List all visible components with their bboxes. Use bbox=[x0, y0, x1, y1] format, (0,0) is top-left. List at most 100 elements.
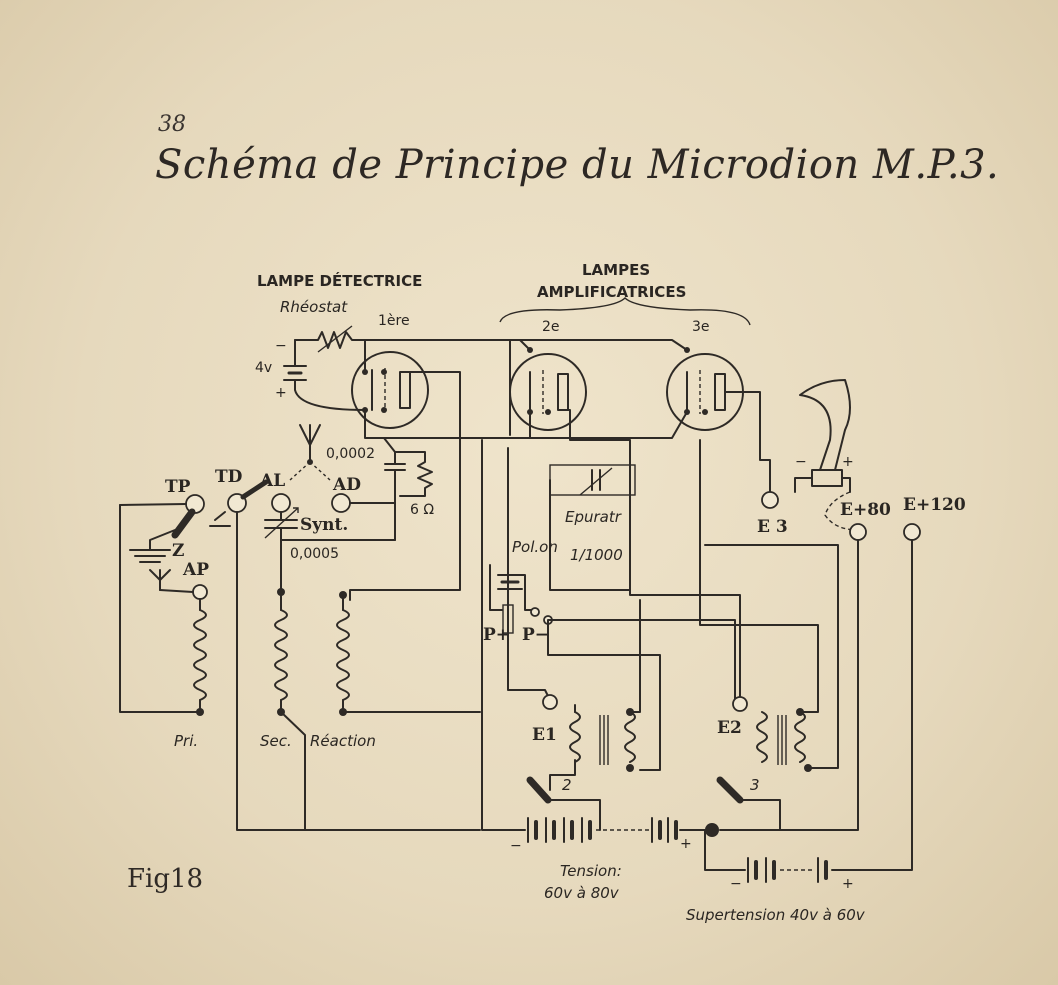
lamp2-plate-wire bbox=[567, 409, 741, 701]
vacuum-tube-icon bbox=[351, 351, 429, 429]
label-e2: E2 bbox=[717, 718, 742, 738]
label-sw3: 3 bbox=[750, 776, 760, 794]
figure-label: Fig18 bbox=[127, 864, 204, 894]
label-ad: AD bbox=[332, 475, 361, 495]
label-al: AL bbox=[259, 471, 285, 491]
filament-bus bbox=[364, 339, 688, 436]
ap-wire bbox=[159, 589, 194, 593]
label-tension: Tension: bbox=[560, 862, 622, 880]
sw3-wire bbox=[739, 799, 781, 831]
label-lampes: LAMPES bbox=[582, 261, 650, 279]
terminal-e80 bbox=[849, 523, 867, 541]
switch-icon bbox=[526, 776, 552, 804]
label-cap-synt: 0,0005 bbox=[290, 546, 339, 562]
label-td: TD bbox=[215, 467, 243, 487]
synt-variable-capacitor-icon bbox=[264, 507, 299, 591]
amplifier-brace bbox=[499, 297, 751, 326]
terminal-p-minus bbox=[530, 607, 540, 617]
svg-text:−: − bbox=[795, 454, 807, 470]
e120-wire bbox=[859, 539, 913, 871]
filament-battery-icon: 4v − + bbox=[255, 338, 366, 411]
switch-icon bbox=[716, 776, 744, 804]
svg-text:+: + bbox=[842, 454, 854, 470]
antenna-icon bbox=[289, 424, 331, 481]
detector-plate-wire bbox=[349, 371, 461, 601]
label-battery-plus: + bbox=[275, 385, 287, 401]
label-supertension: Supertension 40v à 60v bbox=[686, 906, 866, 924]
label-e80: E+80 bbox=[840, 500, 891, 520]
coil-icon bbox=[193, 598, 207, 716]
label-pri: Pri. bbox=[174, 732, 198, 750]
label-pol: Pol.on bbox=[512, 538, 558, 556]
label-epurat-value: 1/1000 bbox=[570, 546, 623, 564]
label-reaction: Réaction bbox=[310, 732, 376, 750]
polarisation-battery-icon bbox=[489, 564, 536, 634]
label-tension-value: 60v à 80v bbox=[544, 884, 620, 902]
label-lampe-detectrice: LAMPE DÉTECTRICE bbox=[257, 271, 422, 290]
label-ap: AP bbox=[182, 560, 209, 580]
terminal-e120 bbox=[903, 523, 921, 541]
label-e3: E 3 bbox=[757, 517, 788, 537]
page-number: 38 bbox=[158, 112, 186, 137]
transformer-icon bbox=[549, 599, 641, 791]
terminal-e3 bbox=[761, 491, 779, 509]
tp-wire bbox=[119, 503, 187, 506]
sec-return-wire bbox=[280, 711, 306, 831]
ground-bus bbox=[236, 511, 481, 831]
ground-icon bbox=[129, 529, 176, 563]
tp-loop-wire bbox=[119, 504, 201, 713]
label-sec: Sec. bbox=[260, 732, 292, 750]
coil-icon bbox=[274, 588, 288, 716]
label-cap-grid: 0,0002 bbox=[326, 446, 375, 462]
label-synt: Synt. bbox=[300, 515, 348, 535]
switch-icon bbox=[240, 479, 269, 500]
terminal-e1 bbox=[542, 694, 558, 710]
svg-text:+: + bbox=[680, 836, 692, 852]
label-e1: E1 bbox=[532, 725, 557, 745]
label-sw2: 2 bbox=[562, 776, 572, 794]
ground-icon bbox=[209, 511, 231, 527]
epurateur-capacitor-icon bbox=[549, 464, 636, 591]
svg-text:−: − bbox=[510, 838, 522, 854]
e80-wire bbox=[719, 539, 859, 831]
label-e120: E+120 bbox=[903, 495, 966, 515]
sw2-wire bbox=[547, 799, 601, 831]
battery-icon: − + bbox=[509, 817, 719, 854]
loudspeaker-horn-icon: − + bbox=[794, 379, 854, 493]
label-lampe-1: 1ère bbox=[378, 313, 410, 329]
label-4v: 4v bbox=[255, 360, 272, 376]
label-lampe-3: 3e bbox=[692, 319, 710, 335]
page-title: Schéma de Principe du Microdion M.P.3. bbox=[155, 142, 1000, 188]
svg-text:−: − bbox=[730, 876, 742, 892]
switch-icon bbox=[171, 508, 196, 539]
label-rheostat: Rhéostat bbox=[280, 298, 348, 316]
battery-icon: − + bbox=[704, 829, 861, 892]
terminal-ad bbox=[331, 493, 351, 513]
negative-bus bbox=[481, 439, 511, 831]
label-tp: TP bbox=[165, 477, 191, 497]
pol-wire bbox=[547, 619, 736, 771]
speaker-lead-dashed bbox=[824, 491, 859, 531]
label-lampe-2: 2e bbox=[542, 319, 560, 335]
label-epurat: Epuratr bbox=[565, 508, 622, 526]
rheostat-arrow bbox=[317, 325, 353, 353]
svg-text:+: + bbox=[842, 876, 854, 892]
vacuum-tube-icon bbox=[666, 347, 744, 431]
label-z: Z bbox=[172, 541, 184, 561]
terminal-e2 bbox=[732, 696, 748, 712]
filament-return-bus bbox=[364, 359, 688, 439]
coil-icon bbox=[336, 591, 350, 716]
rheostat-resistor-icon bbox=[294, 331, 366, 361]
lamp3-plate-wire bbox=[724, 391, 771, 493]
vacuum-tube-icon bbox=[509, 347, 587, 431]
antenna-icon bbox=[149, 569, 171, 591]
label-resist: 6 Ω bbox=[410, 502, 434, 518]
grid-leak-resistor-icon bbox=[394, 451, 433, 497]
transformer-icon bbox=[699, 439, 839, 772]
label-amplificatrices: AMPLIFICATRICES bbox=[537, 283, 686, 301]
label-battery-minus: − bbox=[275, 338, 287, 354]
label-p-minus: P− bbox=[522, 625, 549, 645]
terminal-ap bbox=[192, 584, 208, 600]
